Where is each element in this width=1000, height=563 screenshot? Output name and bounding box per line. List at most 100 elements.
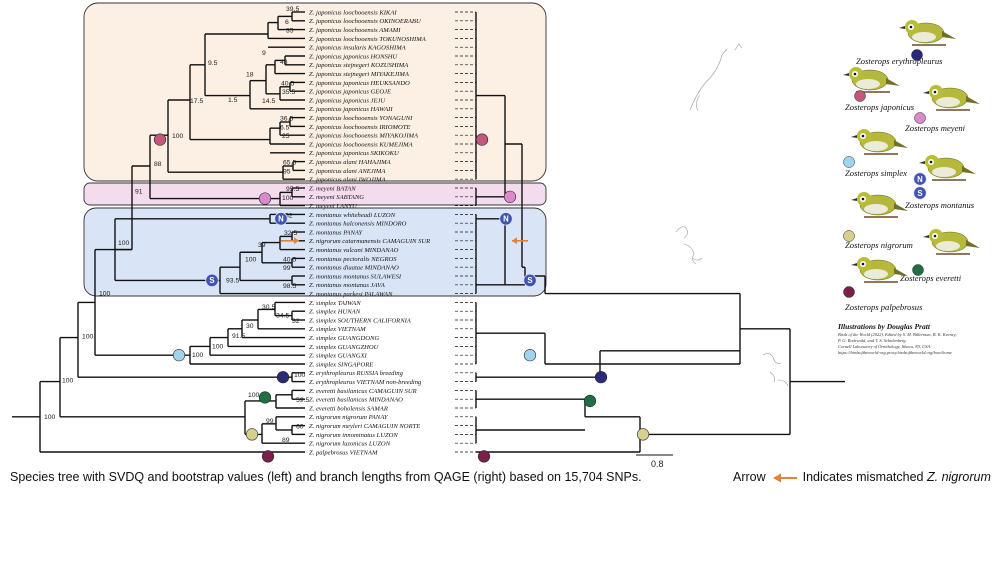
support-value: 40.5 <box>281 80 294 87</box>
mismatch-arrow-right <box>512 237 528 245</box>
support-value: 6 <box>285 19 289 26</box>
taxon-label: Z. japonicus stejnegeri KOZUSHIMA <box>309 62 409 69</box>
taxon-label: Z. erythropleurus VIETNAM non-breeding <box>309 379 422 386</box>
support-value: 34.5 <box>276 313 289 320</box>
north-qage-marker: N <box>503 215 509 224</box>
support-value: 98.5 <box>283 283 296 290</box>
taxon-label: Z. japonicus loochooensis KUMEJIMA <box>309 141 414 148</box>
japan-map-outline <box>689 43 743 112</box>
japonicus-legend-name: Zosterops japonicus <box>845 102 915 112</box>
everetti-bird-tail <box>966 240 980 248</box>
arrow-legend: Arrow Indicates mismatched Z. nigrorum <box>733 470 991 484</box>
arrow-legend-word: Arrow <box>733 470 766 484</box>
taxon-label: Z. everetti basilanicus MINDANAO <box>309 397 403 404</box>
north-qage-marker-circle <box>499 212 513 226</box>
simplex-bird-tail <box>894 140 908 148</box>
support-value: 99 <box>283 265 291 272</box>
taxon-label: Z. nigrorum nigrorum PANAY <box>309 414 389 421</box>
credit-line-4: https://birdsoftheworld-org.proxy.birdso… <box>838 350 952 355</box>
montanus-legend-name: Zosterops montanus <box>905 200 975 210</box>
simplex-qage-marker <box>523 349 537 362</box>
taxon-label: Z. simplex HUNAN <box>309 309 361 316</box>
taxon-label: Z. nigrorum meyleri CAMAGUIN NORTE <box>309 423 420 430</box>
taxon-label: Z. montanus halconensis MINDORO <box>309 221 407 228</box>
taxon-label: Z. japonicus loochooensis KIKAI <box>309 9 397 16</box>
nigrorum-bird-belly <box>864 204 888 214</box>
everetti-bird-eye <box>933 234 937 238</box>
taxon-label: Z. japonicus alani IWOJIMA <box>309 177 387 184</box>
arrow-legend-text: Indicates mismatched <box>802 470 924 484</box>
support-value: 9 <box>262 50 266 57</box>
support-value: 100 <box>118 240 130 247</box>
support-value: 18 <box>246 72 254 79</box>
support-value: 52 <box>285 212 293 219</box>
credit-line-3: Cornell Laboratory of Ornithology, Ithac… <box>838 344 932 349</box>
support-value: 93.5 <box>226 277 239 284</box>
palpebrosus-bird-tail <box>894 268 908 276</box>
taxon-label: Z. japonicus loochooensis TOKUNOSHIMA <box>309 36 427 43</box>
taxon-label: Z. everetti boholensis SAMAR <box>309 405 388 412</box>
taxon-label: Z. japonicus stejnegeri MIYAKEJIMA <box>309 71 410 78</box>
taxon-label: Z. japonicus loochooensis OKINOERABU <box>309 18 422 25</box>
montanus-bird-eye <box>929 160 933 164</box>
mismatch-arrow-left <box>281 237 299 245</box>
meyeni-bird-eye <box>933 90 937 94</box>
support-value: 100 <box>245 256 257 263</box>
erythropleurus-qage-marker <box>594 371 608 384</box>
taxon-label: Z. montanus pectoralis NEGROS <box>309 256 397 263</box>
taxon-label: Z. montanus parkesi PALAWAN <box>309 291 393 298</box>
support-value: 91 <box>135 188 143 195</box>
taxon-label: Z. simplex GUANGDONG <box>309 335 379 342</box>
meyeni-node-marker <box>258 192 272 205</box>
orange-arrow-icon <box>773 473 798 483</box>
philippines-map-outline-lower <box>762 353 789 387</box>
support-value: 35 <box>286 28 294 35</box>
taxon-label: Z. japonicus japonicus JEJU <box>309 97 386 104</box>
support-value: 32.5 <box>284 230 297 237</box>
taxon-label: Z. simplex GUANGXI <box>309 353 367 360</box>
species-legend-nigrorum: Zosterops nigrorum <box>843 192 913 250</box>
nigrorum-legend-name: Zosterops nigrorum <box>845 240 913 250</box>
support-value: 91.5 <box>232 333 245 340</box>
taxon-label: Z. simplex GUANGZHOU <box>309 344 380 351</box>
everetti-bird-beak <box>923 235 929 238</box>
taxon-label: Z. meyeni LANYU <box>309 203 358 210</box>
nigrorum-legend-dot <box>843 230 855 242</box>
taxon-label: Z. japonicus japonicus HAWAII <box>309 106 393 113</box>
japonicus-bird-belly <box>856 79 880 89</box>
erythropleurus-bird-tail <box>942 31 956 39</box>
taxon-label: Z. japonicus insularis KAGOSHIMA <box>309 45 407 52</box>
taxon-label: Z. japonicus alani ANEJIMA <box>309 168 386 175</box>
simplex-legend-dot <box>843 156 855 168</box>
support-value: 40.5 <box>283 256 296 263</box>
north-clade-marker: N <box>278 215 284 224</box>
taxon-label: Z. meyeni BATAN <box>309 185 356 192</box>
montanus-bird-belly <box>932 167 956 177</box>
taxon-label: Z. montanus PANAY <box>309 229 364 236</box>
taxon-label: Z. montanus whiteheadi LUZON <box>309 212 396 219</box>
support-value: 36.5 <box>280 116 293 123</box>
south-clade-marker-circle <box>205 273 219 288</box>
taxon-label: Z. simplex VIETNAM <box>309 326 366 333</box>
japonicus-qage-marker <box>475 133 489 146</box>
figure-caption: Species tree with SVDQ and bootstrap val… <box>10 470 642 484</box>
credit-title: Illustrations by Douglas Pratt <box>838 322 930 331</box>
meyeni-bird-belly <box>936 97 960 107</box>
legend-south-marker-circle <box>913 186 927 200</box>
support-value: 89 <box>282 437 290 444</box>
meyeni-legend-dot <box>914 112 926 124</box>
support-value: 30.5 <box>262 304 275 311</box>
taxon-label: Z. simplex SOUTHERN CALIFORNIA <box>309 317 412 324</box>
support-value: 100 <box>82 334 94 341</box>
mismatch-arrow-right-head <box>512 237 517 245</box>
erythropleurus-bird-beak <box>899 26 905 29</box>
species-legend-palpebrosus: Zosterops palpebrosus <box>843 257 923 312</box>
nigrorum-node-marker <box>245 428 259 441</box>
everetti-qage-marker <box>583 394 597 408</box>
taxon-label: Z. erythropleurus RUSSIA breeding <box>309 370 404 377</box>
nigrorum-bird-eye <box>861 197 865 201</box>
everetti-legend-dot <box>912 264 924 276</box>
philippines-map-outline <box>675 226 703 265</box>
